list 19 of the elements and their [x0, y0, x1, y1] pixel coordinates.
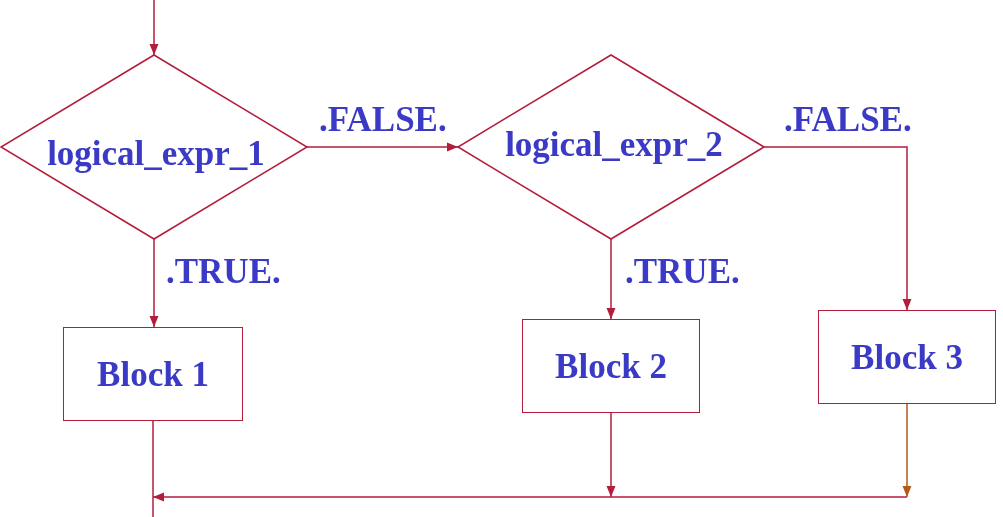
block-label: Block 2: [555, 348, 667, 384]
arrow: [149, 0, 159, 56]
condition-label: logical_expr_1: [47, 135, 265, 171]
arrow: [763, 146, 912, 311]
connector-line: [152, 420, 154, 517]
arrow: [149, 238, 159, 328]
process-box: [818, 310, 996, 404]
process-box: [63, 327, 243, 421]
arrow: [152, 492, 908, 502]
arrow: [306, 142, 459, 152]
arrow: [606, 412, 616, 498]
condition-label: logical_expr_2: [505, 126, 723, 162]
block-label: Block 1: [97, 356, 209, 392]
decision-diamond: [458, 55, 764, 239]
arrow: [606, 238, 616, 320]
arrow: [902, 403, 912, 498]
decision-diamond: [1, 55, 307, 239]
process-box: [522, 319, 700, 413]
block-label: Block 3: [851, 339, 963, 375]
